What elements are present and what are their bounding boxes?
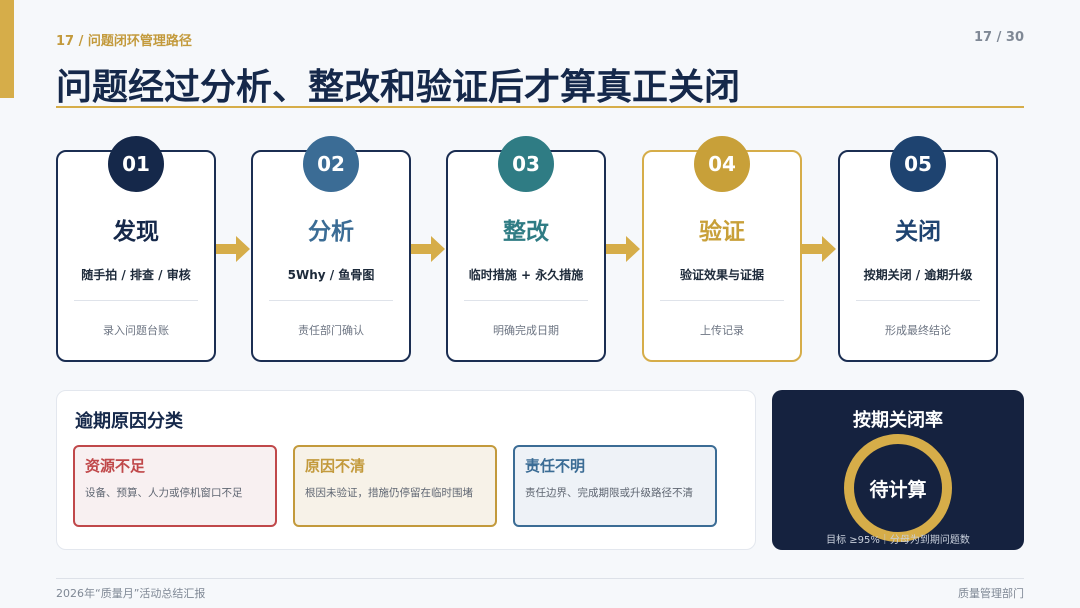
step-card-analyze: 02 分析 5Why / 鱼骨图 责任部门确认 [251,136,411,362]
reason-title: 原因不清 [305,457,366,475]
reason-desc: 设备、预算、人力或停机窗口不足 [85,487,243,499]
step-card-discover: 01 发现 随手拍 / 排查 / 审核 录入问题台账 [56,136,216,362]
step-card-close: 05 关闭 按期关闭 / 逾期升级 形成最终结论 [838,136,998,362]
footer-divider [56,578,1024,579]
reason-title: 责任不明 [525,457,586,475]
rate-value: 待计算 [869,478,927,501]
reason-desc: 根因未验证，措施仍停留在临时围堵 [305,487,473,499]
arrow-right-icon [216,236,250,262]
step-output: 明确完成日期 [493,324,559,337]
breadcrumb: 17 / 问题闭环管理路径 [56,34,192,49]
page-title: 问题经过分析、整改和验证后才算真正关闭 [56,67,741,108]
step-divider [856,300,980,301]
reasons-title: 逾期原因分类 [75,411,183,432]
step-number-badge: 04 [694,136,750,192]
step-number-badge: 05 [890,136,946,192]
step-divider [660,300,784,301]
step-method: 5Why / 鱼骨图 [287,268,375,282]
step-method: 临时措施 + 永久措施 [468,268,584,282]
footer-event: 2026年“质量月”活动总结汇报 [56,587,206,600]
step-divider [464,300,588,301]
reason-desc: 责任边界、完成期限或升级路径不清 [525,487,693,499]
step-divider [269,300,393,301]
rate-target: 目标 ≥95%｜分母为到期问题数 [826,535,970,546]
arrow-right-icon [606,236,640,262]
title-divider [56,106,1024,108]
reason-card: 责任不明 责任边界、完成期限或升级路径不清 [513,445,717,527]
step-method: 随手拍 / 排查 / 审核 [81,268,191,282]
step-number-badge: 02 [303,136,359,192]
step-number-badge: 03 [498,136,554,192]
step-output: 形成最终结论 [885,324,951,337]
step-method: 按期关闭 / 逾期升级 [863,268,973,282]
step-number-badge: 01 [108,136,164,192]
step-name: 整改 [503,219,549,245]
reason-card: 资源不足 设备、预算、人力或停机窗口不足 [73,445,277,527]
step-name: 分析 [308,219,354,245]
page-number: 17 / 30 [974,30,1024,45]
step-output: 录入问题台账 [103,324,169,337]
reason-card: 原因不清 根因未验证，措施仍停留在临时围堵 [293,445,497,527]
step-name: 发现 [113,219,159,245]
step-name: 关闭 [895,219,941,245]
step-output: 责任部门确认 [298,324,364,337]
step-output: 上传记录 [700,324,744,337]
step-divider [74,300,198,301]
closure-rate-panel: 按期关闭率 待计算 目标 ≥95%｜分母为到期问题数 [772,390,1024,550]
rate-title: 按期关闭率 [853,410,943,431]
accent-bar [0,0,14,98]
arrow-right-icon [411,236,445,262]
step-method: 验证效果与证据 [679,268,764,282]
arrow-right-icon [802,236,836,262]
overdue-reasons-panel: 逾期原因分类 资源不足 设备、预算、人力或停机窗口不足 原因不清 根因未验证，措… [56,390,756,550]
reason-title: 资源不足 [85,457,146,475]
step-card-rectify: 03 整改 临时措施 + 永久措施 明确完成日期 [446,136,606,362]
step-name: 验证 [699,219,745,245]
step-card-verify: 04 验证 验证效果与证据 上传记录 [642,136,802,362]
rate-ring: 待计算 [844,434,952,542]
footer-department: 质量管理部门 [958,587,1024,600]
